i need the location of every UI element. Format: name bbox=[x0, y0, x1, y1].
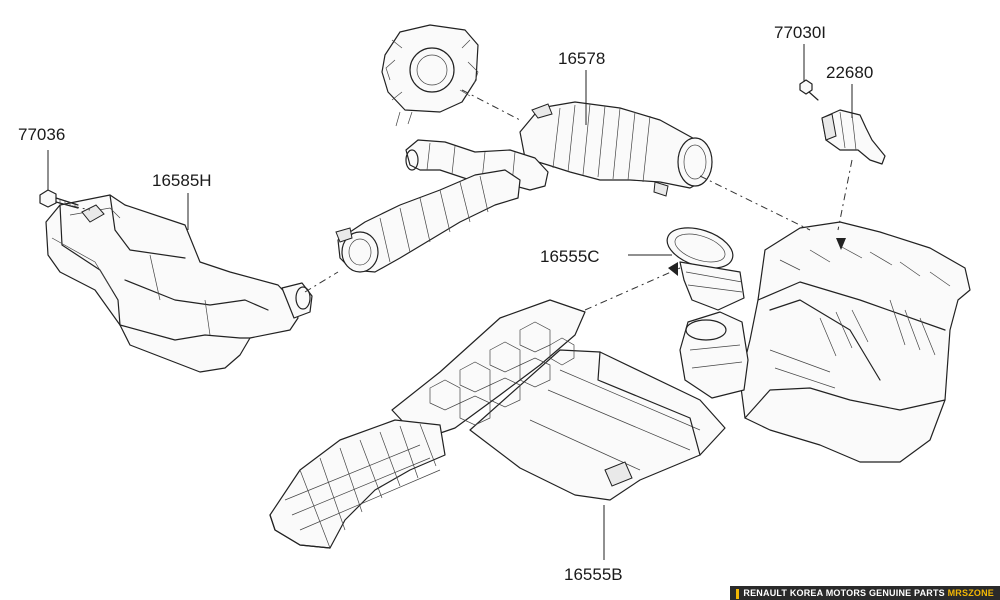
inlet-duct bbox=[335, 169, 521, 273]
assembly-lines bbox=[71, 89, 853, 311]
arrow-seal bbox=[668, 262, 678, 276]
label-16555B: 16555B bbox=[564, 565, 623, 584]
intake-duct-16555B[interactable] bbox=[269, 299, 726, 549]
arrow-sensor bbox=[836, 238, 846, 250]
throttle-body bbox=[381, 24, 479, 127]
honeycomb-grille bbox=[429, 321, 575, 426]
label-16585H: 16585H bbox=[152, 171, 212, 190]
leader-lines bbox=[47, 44, 853, 560]
label-77036: 77036 bbox=[18, 125, 65, 144]
label-22680: 22680 bbox=[826, 63, 873, 82]
screw-77030I[interactable] bbox=[799, 79, 819, 101]
air-cleaner-housing bbox=[679, 221, 971, 463]
label-77030I: 77030I bbox=[774, 23, 826, 42]
label-16578: 16578 bbox=[558, 49, 605, 68]
duct-seal-16555C[interactable] bbox=[662, 220, 745, 311]
footer-banner: RENAULT KOREA MOTORS GENUINE PARTS MRSZO… bbox=[730, 586, 1000, 600]
label-16555C: 16555C bbox=[540, 247, 600, 266]
footer-accent bbox=[736, 588, 740, 599]
footer-text: RENAULT KOREA MOTORS GENUINE PARTS bbox=[743, 588, 945, 598]
footer-brand: MRSZONE bbox=[947, 588, 994, 598]
sensor-22680[interactable] bbox=[821, 109, 886, 165]
intake-hose-16578[interactable] bbox=[519, 101, 713, 197]
resonator-16585H[interactable] bbox=[45, 194, 313, 373]
